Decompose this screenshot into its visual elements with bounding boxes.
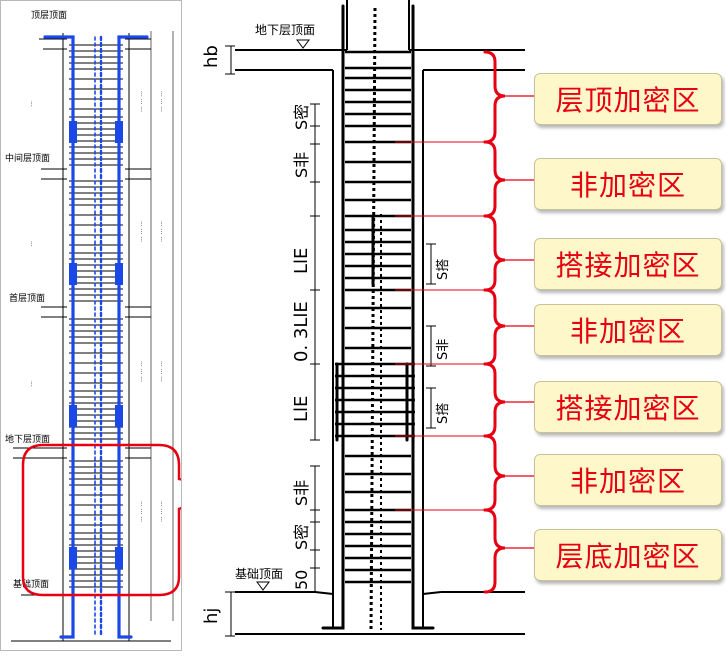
svg-text:··· ··· ···: ··· ··· ··· bbox=[137, 91, 144, 112]
brace-sparse-1 bbox=[483, 140, 506, 218]
svg-text:··· ··· ···: ··· ··· ··· bbox=[137, 221, 144, 242]
dim-s-sparse-mid: S非 bbox=[436, 339, 451, 360]
dim-hb: hb bbox=[201, 45, 222, 68]
svg-text:··· ··· ···: ··· ··· ··· bbox=[157, 501, 164, 522]
zone-callout-sparse-3: 非加密区 bbox=[534, 454, 722, 506]
dim-lap-03: 0. 3LlE bbox=[291, 301, 312, 362]
svg-text:··· ··· ···: ··· ··· ··· bbox=[137, 501, 144, 522]
overview-label-first-floor-top: 首层顶面 bbox=[9, 292, 45, 304]
zone-callout-top-dense: 层顶加密区 bbox=[534, 73, 722, 125]
label-basement-top: 地下层顶面 bbox=[255, 23, 315, 37]
zone-callout-sparse-1: 非加密区 bbox=[534, 158, 722, 210]
highlight-callout-shape bbox=[21, 443, 234, 597]
brace-sparse-3 bbox=[483, 434, 506, 512]
dim-50: 50 bbox=[292, 570, 311, 590]
svg-text:··· ··· ···: ··· ··· ··· bbox=[157, 221, 164, 242]
overview-label-roof-top: 顶层顶面 bbox=[31, 10, 67, 21]
dim-hj: hj bbox=[201, 608, 222, 624]
brace-top-dense bbox=[483, 50, 506, 144]
svg-text:···: ··· bbox=[27, 381, 34, 387]
dim-s-sparse-top: S非 bbox=[292, 152, 311, 178]
svg-text:···: ··· bbox=[27, 101, 34, 107]
zone-callout-bottom-dense: 层底加密区 bbox=[534, 529, 722, 581]
column-section-drawing: hb S密 S非 LlE S搭 0. 3LlE S非 LlE S搭 S非 S密 … bbox=[201, 0, 534, 637]
svg-text:···: ··· bbox=[27, 241, 34, 247]
overview-drawing: ··· ··· ··· ··· ··· ··· ··· ··· ··· ··· … bbox=[5, 10, 234, 642]
brace-splice-2 bbox=[483, 362, 506, 438]
zone-callout-splice-1: 搭接加密区 bbox=[534, 238, 722, 290]
label-foundation-top: 基础顶面 bbox=[235, 567, 283, 581]
main-drawing: hb S密 S非 LlE S搭 0. 3LlE S非 LlE S搭 S非 S密 … bbox=[195, 0, 726, 655]
overview-label-basement-top: 地下层顶面 bbox=[5, 433, 50, 445]
svg-text:··· ··· ···: ··· ··· ··· bbox=[157, 91, 164, 112]
dim-s-dense-top: S密 bbox=[292, 104, 311, 130]
dim-s-splice-upper: S搭 bbox=[435, 259, 451, 280]
dim-s-dense-bottom: S密 bbox=[292, 524, 311, 550]
dim-s-splice-lower: S搭 bbox=[435, 403, 451, 424]
svg-text:··· ··· ···: ··· ··· ··· bbox=[157, 361, 164, 382]
brace-splice-1 bbox=[483, 214, 506, 292]
dim-lle-upper: LlE bbox=[291, 248, 312, 274]
brace-bottom-dense bbox=[483, 508, 506, 594]
overview-label-foundation-top: 基础顶面 bbox=[13, 578, 49, 590]
brace-sparse-2 bbox=[483, 288, 506, 366]
dim-s-sparse-bottom: S非 bbox=[292, 480, 311, 506]
zone-callout-sparse-2: 非加密区 bbox=[534, 304, 722, 356]
svg-text:··· ··· ···: ··· ··· ··· bbox=[137, 361, 144, 382]
overview-panel: ··· ··· ··· ··· ··· ··· ··· ··· ··· ··· … bbox=[0, 0, 234, 651]
zone-callout-splice-2: 搭接加密区 bbox=[534, 381, 722, 433]
overview-label-mid-floor-top: 中间层顶面 bbox=[5, 152, 50, 164]
dim-lle-lower: LlE bbox=[291, 396, 312, 422]
